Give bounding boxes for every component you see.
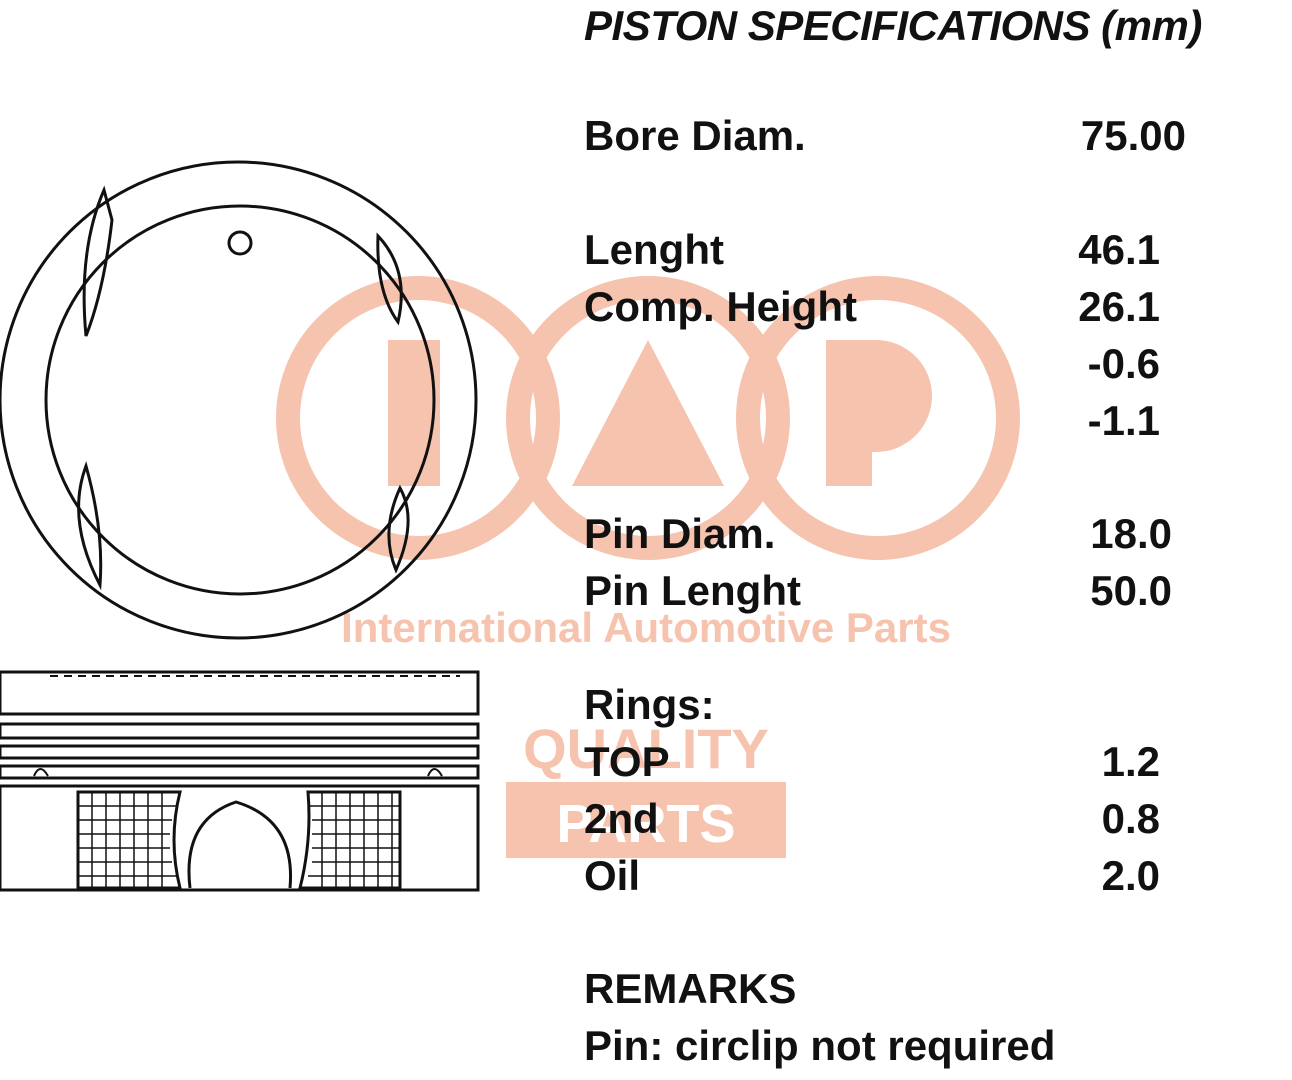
length-value: 46.1 (1078, 226, 1160, 273)
pin-length-value: 50.0 (1090, 567, 1172, 614)
remarks-text: Pin: circlip not required (584, 1022, 1056, 1069)
page-title: PISTON SPECIFICATIONS (mm) (584, 2, 1202, 49)
ring-top-label: TOP (584, 738, 670, 785)
length-label: Lenght (584, 226, 724, 273)
ring-2nd-value: 0.8 (1101, 795, 1160, 842)
tolerance-upper: -0.6 (1087, 340, 1160, 387)
ring-2nd-label: 2nd (584, 795, 659, 842)
bore-diam-label: Bore Diam. (584, 112, 806, 159)
logo-letter-a (572, 340, 724, 486)
rings-heading: Rings: (584, 681, 715, 728)
piston-top-view-icon (0, 160, 478, 640)
remarks-heading: REMARKS (584, 965, 797, 1012)
pin-diam-value: 18.0 (1090, 510, 1172, 557)
piston-drawing (0, 160, 480, 892)
ring-oil-label: Oil (584, 852, 641, 899)
comp-height-label: Comp. Height (584, 283, 857, 330)
pin-length-label: Pin Lenght (584, 567, 801, 614)
tolerance-lower: -1.1 (1087, 397, 1160, 444)
piston-side-view-icon (0, 670, 480, 892)
ring-oil-value: 2.0 (1101, 852, 1160, 899)
logo-letter-p (826, 340, 932, 486)
pin-diam-label: Pin Diam. (584, 510, 776, 557)
bore-diam-value: 75.00 (1080, 112, 1186, 159)
ring-top-value: 1.2 (1101, 738, 1160, 785)
comp-height-value: 26.1 (1078, 283, 1160, 330)
